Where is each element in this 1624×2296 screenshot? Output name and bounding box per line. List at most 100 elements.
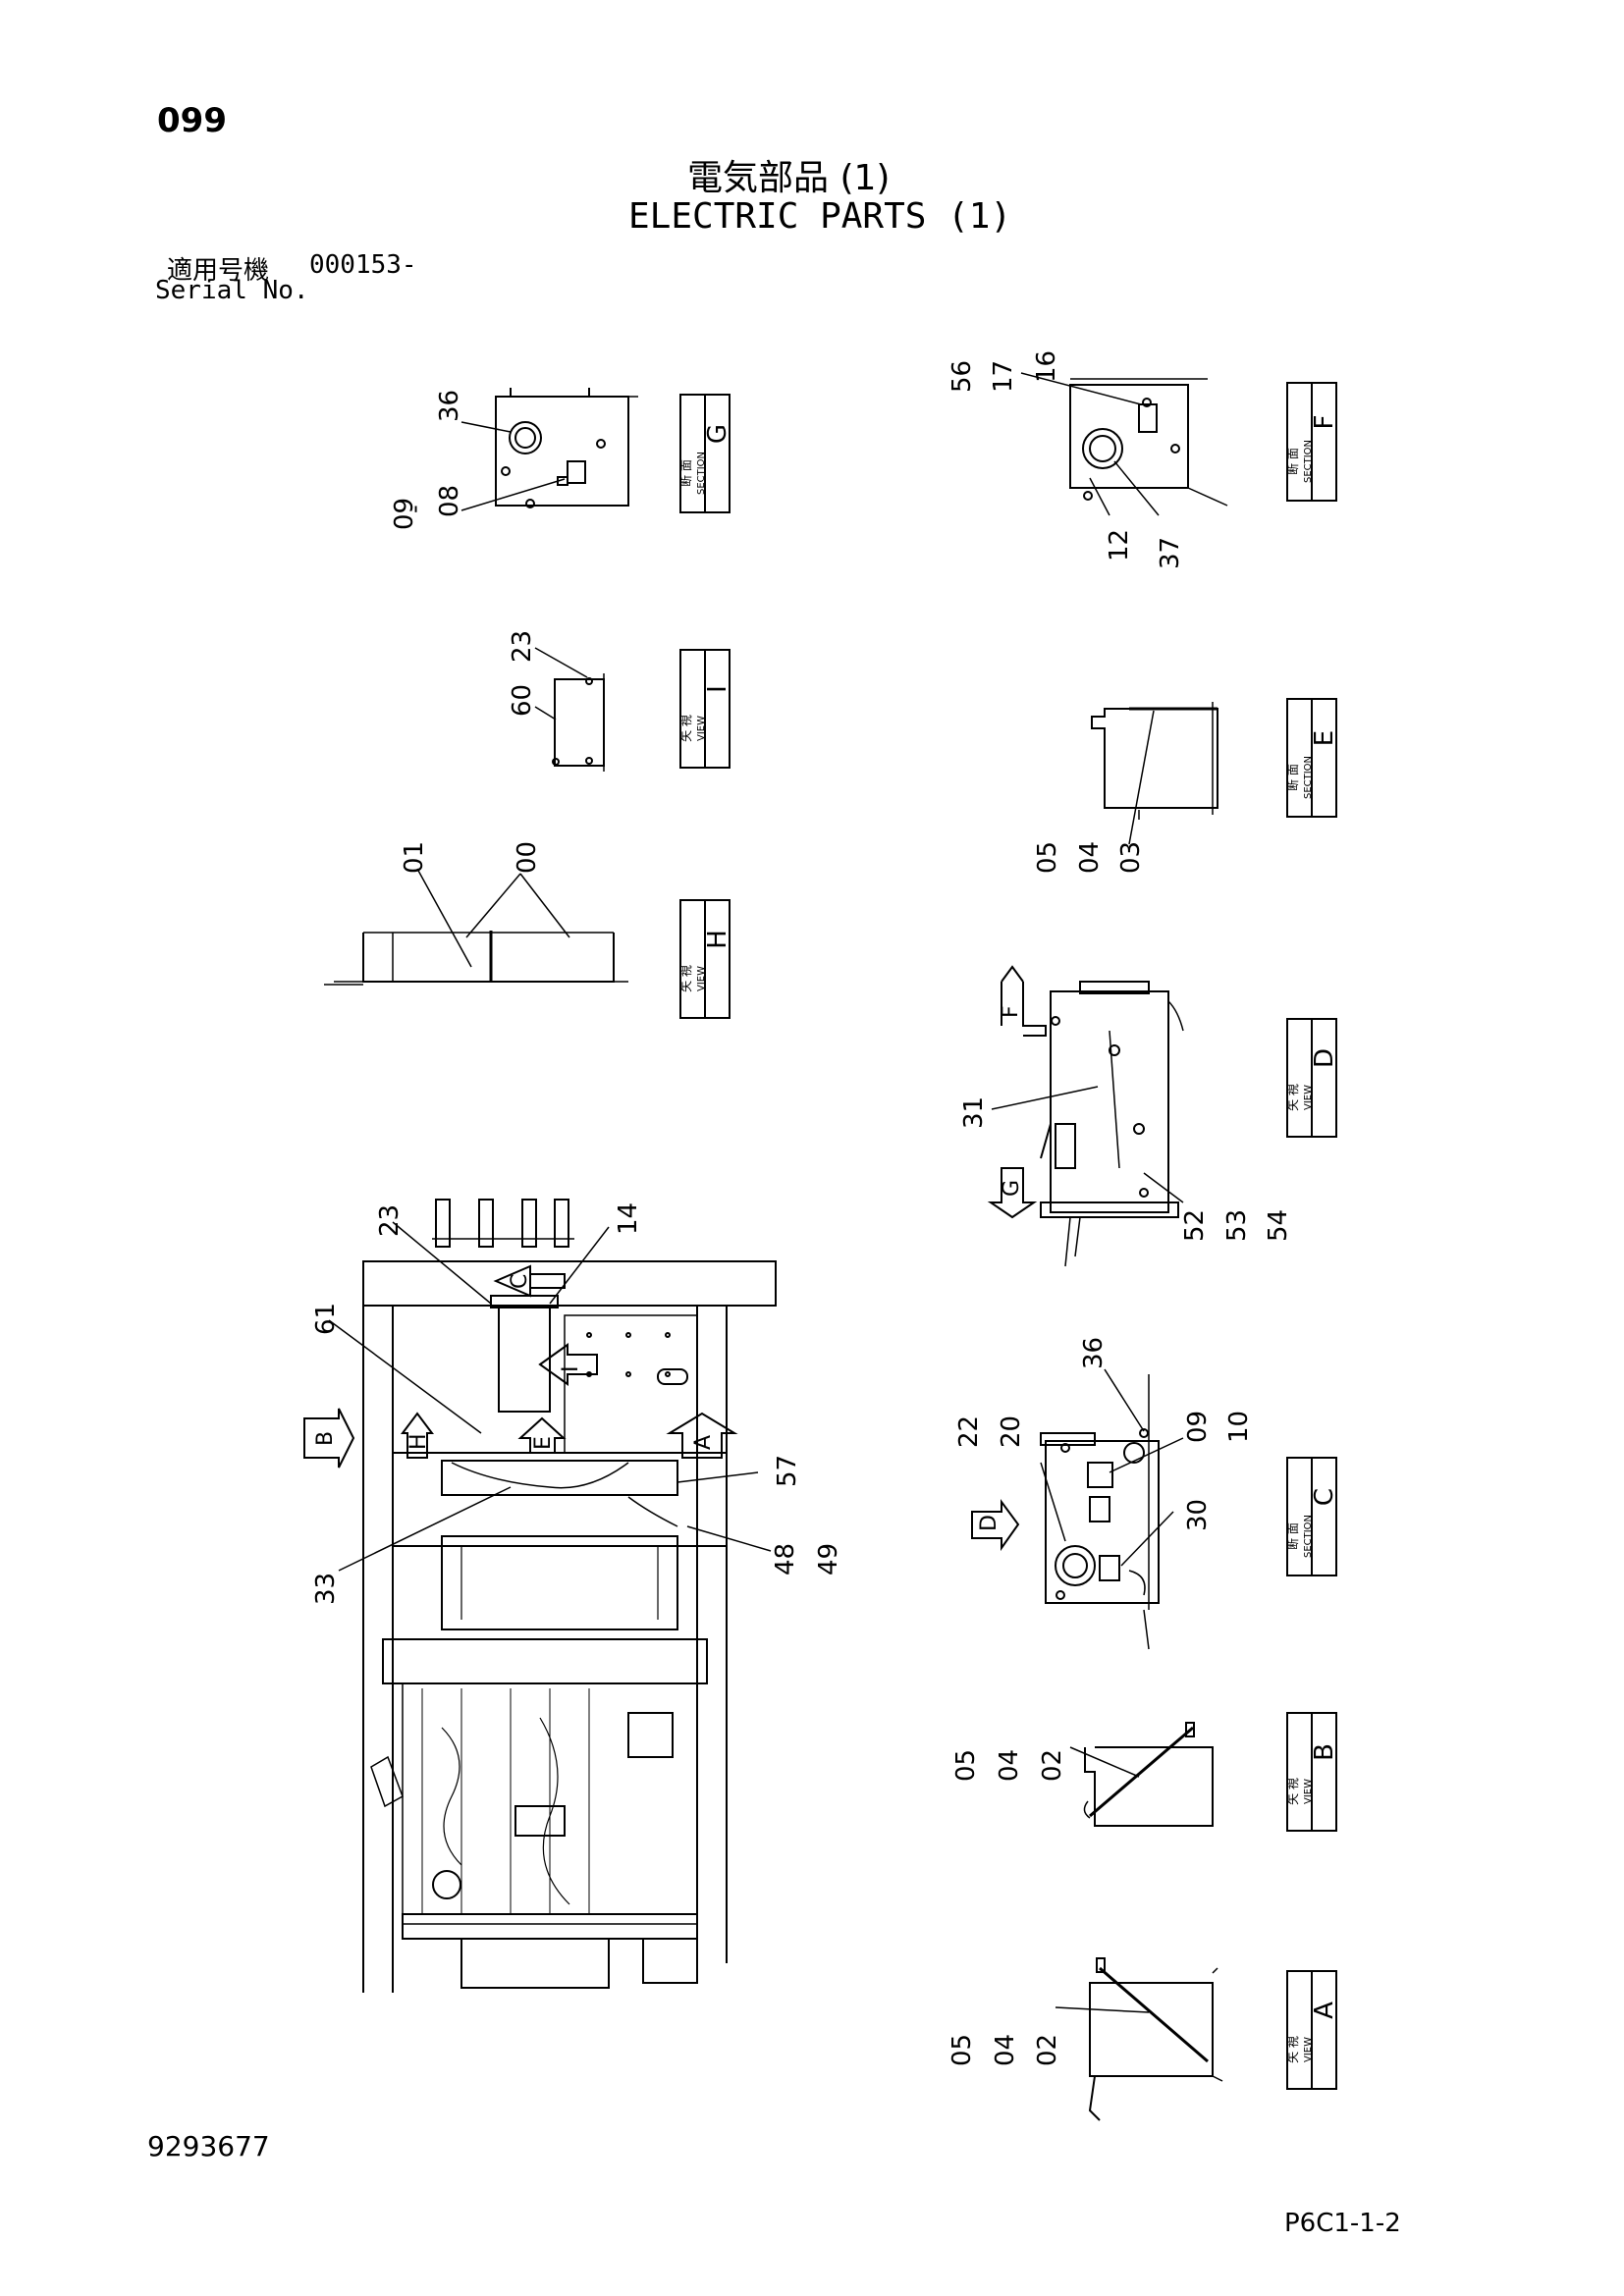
callout-c-22: 22 (954, 1415, 984, 1448)
view-tag-b-letter: B (1310, 1743, 1339, 1761)
arrow-letter-c: C (508, 1274, 532, 1289)
callout-g-08: 08 (435, 485, 464, 517)
callout-d-54: 54 (1264, 1209, 1293, 1242)
serial-value: 000153- (309, 250, 417, 280)
serial-label-en: Serial No. (155, 276, 309, 305)
callout-d-31: 31 (959, 1096, 989, 1129)
page-number: 099 (157, 101, 227, 140)
section-e-drawing: 03 04 05 (1033, 702, 1218, 874)
arrow-letter-d: D (977, 1515, 1001, 1531)
page-title-jp: 電気部品 (1) (687, 158, 891, 198)
callout-d-52: 52 (1180, 1209, 1210, 1242)
view-h-drawing: 01 00 (324, 841, 628, 986)
callout-g-09: 09 (390, 498, 419, 530)
callout-g-36: 36 (435, 390, 464, 422)
section-f-drawing: 16 17 56 12 37 (947, 350, 1228, 569)
callout-c-10: 10 (1224, 1411, 1254, 1443)
view-tag-d-jp: 矢 視 (1285, 1084, 1300, 1111)
callout-e-03: 03 (1116, 841, 1146, 874)
view-tag-d-en: VIEW (1303, 1085, 1314, 1110)
view-tag-h-en: VIEW (696, 966, 707, 991)
view-tag-a-jp: 矢 視 (1285, 2036, 1300, 2063)
callout-a-05: 05 (947, 2034, 977, 2066)
callout-main-49: 49 (814, 1543, 843, 1575)
section-arrow-b (303, 1408, 355, 1468)
callout-f-56: 56 (947, 360, 977, 393)
callout-i-60: 60 (508, 684, 537, 717)
arrow-letter-f: F (999, 1005, 1023, 1018)
document-number: 9293677 (147, 2130, 270, 2163)
callout-main-23: 23 (375, 1204, 405, 1237)
sheet-code: P6C1-1-2 (1284, 2209, 1401, 2238)
view-tag-c-letter: C (1310, 1488, 1339, 1506)
callout-main-48: 48 (771, 1543, 800, 1575)
callout-main-14: 14 (614, 1202, 643, 1235)
callout-c-30: 30 (1183, 1499, 1213, 1531)
callout-main-57: 57 (773, 1455, 802, 1487)
view-tag-b-en: VIEW (1303, 1779, 1314, 1804)
callout-c-36: 36 (1079, 1337, 1109, 1369)
view-tag-d-letter: D (1310, 1048, 1339, 1068)
view-tag-c-en: SECTION (1303, 1515, 1314, 1558)
view-a-drawing: 02 04 05 (947, 1957, 1223, 2121)
section-arrow-g (987, 1167, 1038, 1219)
callout-i-23: 23 (508, 630, 537, 663)
section-arrow-e (517, 1416, 567, 1454)
view-tag-g-jp: 断 面 (678, 459, 693, 487)
view-tag-g-en: SECTION (696, 452, 707, 495)
svg-text:-: - (401, 505, 428, 513)
arrow-letter-e: E (531, 1436, 556, 1450)
view-tag-h-jp: 矢 視 (678, 965, 693, 992)
arrow-letter-i: I (559, 1366, 583, 1373)
section-arrow-i (538, 1343, 598, 1386)
arrow-letter-a: A (691, 1435, 716, 1450)
callout-d-53: 53 (1222, 1209, 1252, 1242)
view-tag-e-letter: E (1310, 730, 1339, 746)
arrow-letter-b: B (313, 1431, 338, 1446)
view-tag-f-jp: 断 面 (1285, 448, 1300, 475)
callout-main-61: 61 (311, 1303, 341, 1335)
arrow-letter-g: G (1000, 1180, 1024, 1197)
view-d-drawing: F G 31 52 53 54 (959, 965, 1293, 1267)
callout-a-04: 04 (991, 2034, 1020, 2066)
section-arrow-d (971, 1498, 1020, 1552)
view-tag-e-jp: 断 面 (1285, 764, 1300, 791)
view-tag-c-jp: 断 面 (1285, 1522, 1300, 1550)
callout-f-17: 17 (989, 360, 1018, 393)
view-tag-i-en: VIEW (696, 716, 707, 741)
callout-h-01: 01 (400, 841, 429, 874)
view-tag-f-en: SECTION (1303, 440, 1314, 483)
callout-b-05: 05 (951, 1749, 981, 1782)
view-tag-h-letter: H (703, 930, 732, 949)
view-i-drawing: 23 60 (508, 630, 605, 772)
section-arrow-h (401, 1412, 434, 1459)
view-b-drawing: 02 04 05 (951, 1722, 1214, 1827)
callout-e-05: 05 (1033, 841, 1062, 874)
callout-b-04: 04 (995, 1749, 1024, 1782)
view-tag-i-letter: I (703, 685, 732, 693)
view-tag-g-letter: G (703, 424, 732, 444)
view-tag-a-letter: A (1310, 2002, 1339, 2019)
callout-f-37: 37 (1156, 537, 1185, 569)
section-c-drawing: D 36 22 20 09 10 30 (954, 1337, 1254, 1650)
callout-f-16: 16 (1032, 350, 1061, 383)
view-tag-i-jp: 矢 視 (678, 715, 693, 742)
page-title-en: ELECTRIC PARTS (1) (628, 196, 1012, 237)
callout-h-00: 00 (513, 841, 542, 874)
callout-a-02: 02 (1033, 2034, 1062, 2066)
callout-f-12: 12 (1105, 529, 1134, 561)
view-tag-b-jp: 矢 視 (1285, 1778, 1300, 1805)
view-tag-e-en: SECTION (1303, 756, 1314, 799)
view-tag-f-letter: F (1310, 415, 1339, 430)
section-arrow-c (493, 1264, 566, 1298)
section-arrow-a (666, 1412, 738, 1459)
